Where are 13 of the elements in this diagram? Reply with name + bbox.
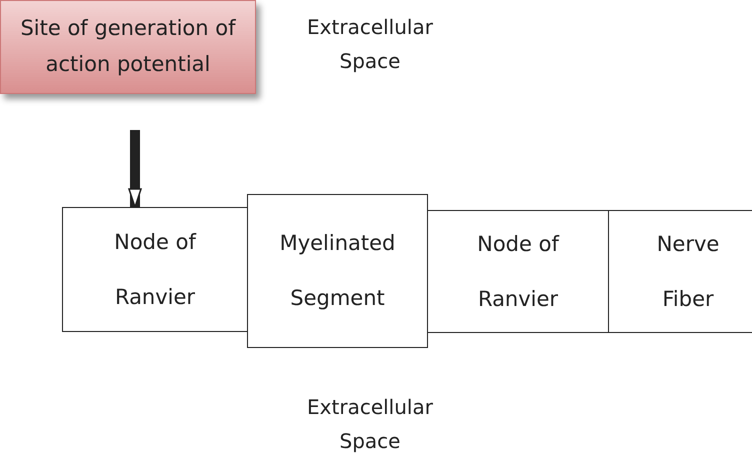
node-label: Node of Ranvier	[113, 228, 198, 310]
hollow-arrow	[128, 130, 142, 208]
node-of-ranvier-box	[62, 207, 248, 332]
region-label: Extracellular Space	[306, 14, 434, 75]
node-label: Site of generation of action potential	[19, 15, 237, 78]
region-label: Extracellular Space	[306, 394, 434, 455]
node-of-ranvier-box	[427, 210, 609, 333]
node-label: Nerve Fiber	[656, 230, 720, 312]
callout-box	[0, 0, 256, 94]
node-label: Myelinated Segment	[278, 230, 396, 312]
nerve-fiber-box	[608, 210, 752, 333]
node-label: Node of Ranvier	[476, 230, 560, 312]
myelinated-segment-box	[247, 194, 428, 348]
